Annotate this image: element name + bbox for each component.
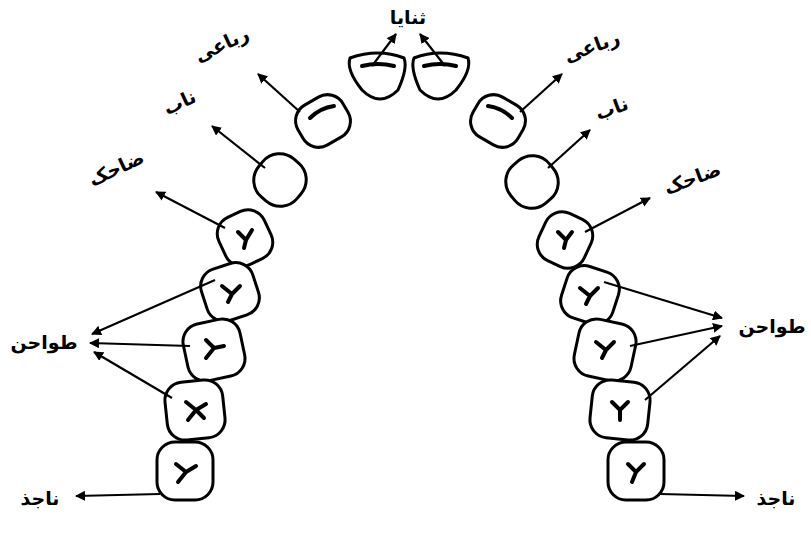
tooth-label: ناجذ xyxy=(21,487,60,510)
tooth xyxy=(196,258,264,326)
leader-arrow xyxy=(548,130,590,168)
incisal-edge xyxy=(310,106,334,118)
leader-arrow xyxy=(76,494,160,496)
groove xyxy=(238,230,252,248)
tooth xyxy=(588,378,652,442)
leader-arrow xyxy=(420,34,445,66)
tooth xyxy=(289,88,357,154)
tooth xyxy=(245,145,315,215)
groove xyxy=(222,286,240,302)
leader-arrow xyxy=(645,336,720,400)
leader-arrow xyxy=(630,326,722,346)
tooth xyxy=(531,206,598,274)
tooth-label: ناجذ xyxy=(757,487,796,510)
leader-arrow xyxy=(660,494,744,496)
leader-arrow xyxy=(258,74,300,112)
leader-arrow xyxy=(94,352,172,398)
leader-arrow xyxy=(520,74,562,112)
tooth xyxy=(497,147,567,217)
incisal-edge xyxy=(362,64,394,66)
tooth xyxy=(211,204,278,272)
tooth-label: رباعی xyxy=(561,25,623,66)
tooth xyxy=(163,378,227,442)
tooth-label: ناب xyxy=(592,92,631,125)
incisal-edge xyxy=(424,64,456,66)
incisal-edge xyxy=(488,106,512,118)
tooth-label: ثنایا xyxy=(390,6,426,29)
tooth-label: طواحن xyxy=(738,315,805,338)
tooth xyxy=(571,316,640,385)
leader-arrow xyxy=(585,198,650,232)
groove xyxy=(186,402,206,420)
tooth xyxy=(608,442,664,500)
leader-arrow xyxy=(604,282,722,318)
tooth-label: طواحن xyxy=(10,331,77,354)
tooth-label: ناب xyxy=(160,85,200,120)
leader-arrow xyxy=(156,192,225,228)
groove xyxy=(558,232,572,248)
leader-arrow xyxy=(92,280,215,334)
tooth-label: ضاحک xyxy=(661,157,724,198)
tooth-label: ضاحک xyxy=(85,145,148,190)
tooth xyxy=(157,442,213,500)
tooth xyxy=(464,88,532,154)
tooth-label: رباعی xyxy=(191,22,253,67)
groove xyxy=(176,464,196,482)
groove xyxy=(580,288,598,304)
groove xyxy=(596,342,614,358)
leader-arrow xyxy=(212,126,265,168)
tooth xyxy=(180,316,249,385)
groove xyxy=(628,464,644,482)
groove xyxy=(612,402,628,420)
leader-arrow xyxy=(372,34,396,66)
groove xyxy=(206,340,224,358)
leader-arrow xyxy=(90,343,190,346)
